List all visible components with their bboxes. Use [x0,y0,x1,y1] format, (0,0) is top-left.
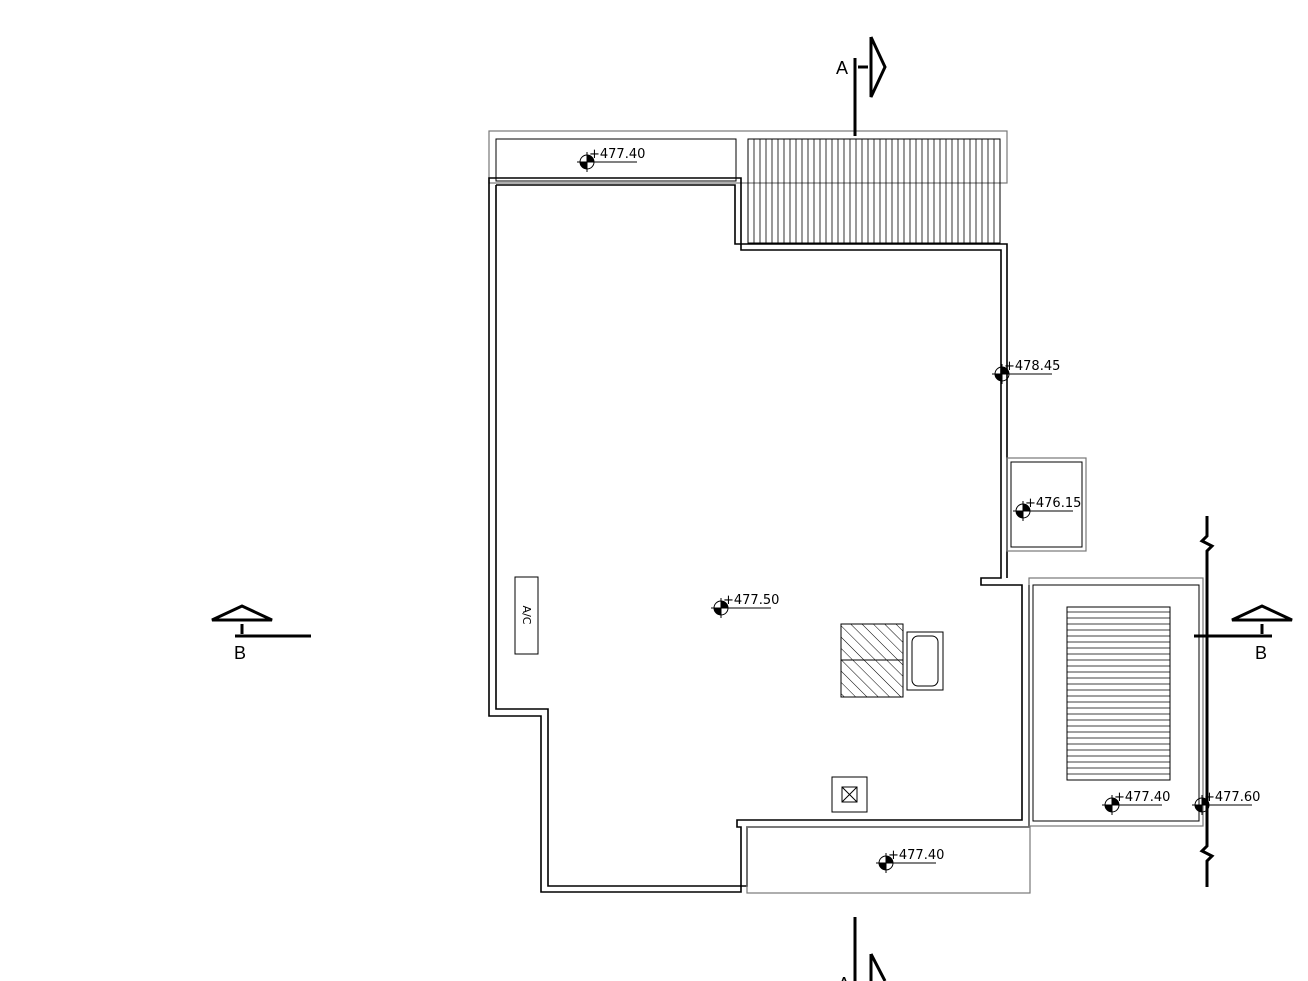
level-marker: +478.45 [992,359,1060,384]
right-stair-treads [1067,611,1170,775]
top-stair-treads [753,139,995,243]
level-marker: +476.15 [1013,496,1081,521]
level-marker: +477.40 [876,848,944,873]
level-marker: +477.50 [711,593,779,618]
level-label: +477.40 [589,147,645,162]
vent-box [831,776,868,813]
chimney-block [840,623,944,698]
top-terrace [488,130,1008,244]
section-b-right-label: B [1255,643,1267,663]
section-a-bottom-marker: A [838,917,887,981]
level-markers: +477.40 +478.45 +476.15 +477.50 +477.40 [577,147,1260,873]
level-label: +478.45 [1004,359,1060,374]
level-label: +477.40 [888,848,944,863]
section-a-bottom-label: A [838,974,850,981]
level-label: +477.50 [723,593,779,608]
bottom-terrace [746,826,1031,894]
right-deck [1028,577,1204,827]
small-box [1006,457,1087,552]
level-label: +476.15 [1025,496,1081,511]
level-label: +477.40 [1114,790,1170,805]
level-label: +477.60 [1204,790,1260,805]
break-line [1199,516,1215,887]
main-roof-outline [488,177,1030,893]
section-b-right-marker: B [1194,604,1293,663]
ac-label: A/C [520,606,533,625]
section-b-left-marker: B [211,604,311,663]
section-b-left-label: B [234,643,246,663]
section-a-top-marker: A [836,36,887,136]
level-marker: +477.60 [1192,790,1260,815]
level-marker: +477.40 [1102,790,1170,815]
level-marker: +477.40 [577,147,645,172]
section-a-top-label: A [836,58,848,78]
ac-unit: A/C [514,576,539,655]
